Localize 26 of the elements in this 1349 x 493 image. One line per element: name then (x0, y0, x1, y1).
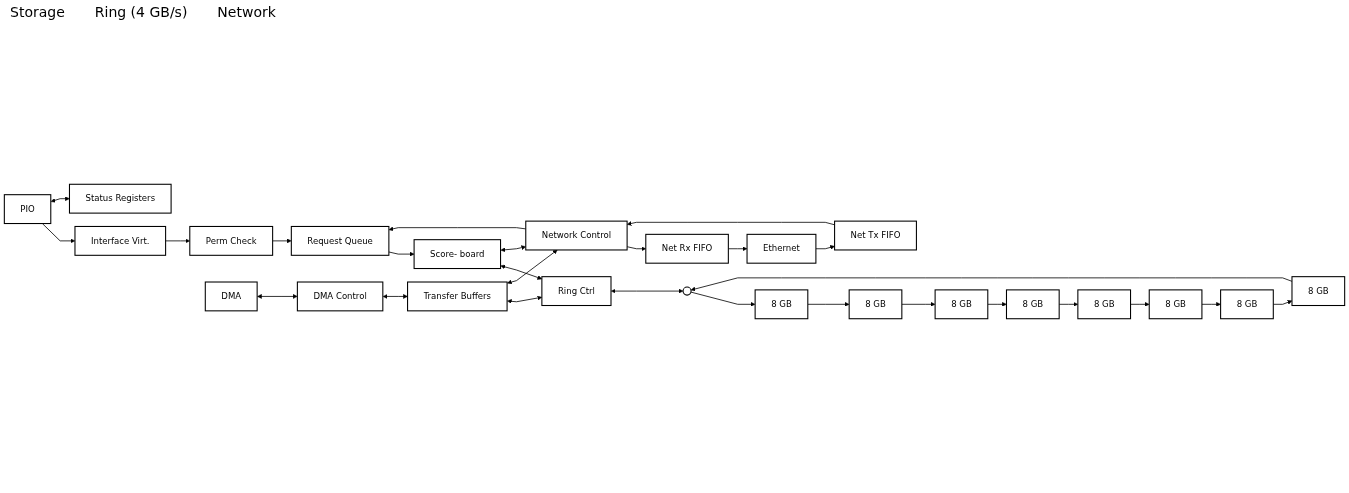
node-box: PIO (3, 194, 52, 225)
node-box: Ring Ctrl (541, 276, 612, 307)
node-box: 8 GB (1148, 289, 1203, 320)
node-box: Ethernet (746, 233, 817, 264)
node-box: 8 GB (1220, 289, 1274, 320)
node-box: Network Control (525, 220, 628, 251)
node-box: 8 GB (1291, 276, 1346, 307)
node-box: Perm Check (189, 225, 274, 256)
node-box: Status Registers (68, 183, 172, 214)
node-box: DMA (204, 281, 258, 312)
node-box: 8 GB (848, 289, 903, 320)
node-box: Interface Virt. (74, 225, 167, 256)
node-box: 8 GB (754, 289, 809, 320)
region-label: Network (217, 4, 276, 20)
node-box: DMA Control (296, 281, 384, 312)
region-label: Ring (4 GB/s) (94, 4, 188, 20)
node-box: Transfer Buffers (407, 281, 508, 312)
node-box: Net Rx FIFO (645, 233, 729, 264)
region-label: Storage (10, 4, 65, 20)
node-box: Score- board (413, 239, 502, 270)
node-box: 8 GB (934, 289, 989, 320)
node-box: 8 GB (1005, 289, 1060, 320)
node-box: Net Tx FIFO (834, 220, 917, 251)
node-circle (682, 286, 692, 296)
node-box: 8 GB (1077, 289, 1132, 320)
node-box: Request Queue (290, 225, 390, 256)
